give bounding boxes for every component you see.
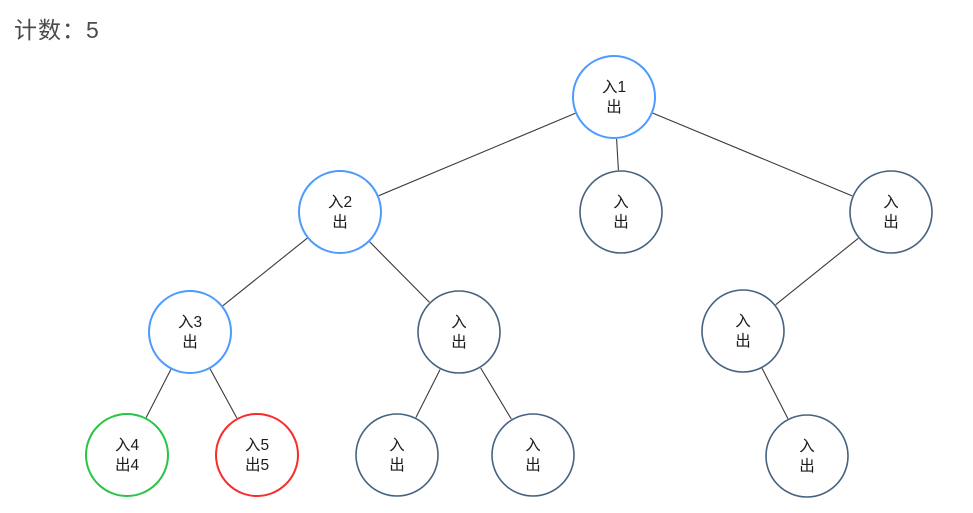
node-label-line1: 入4 — [115, 437, 140, 454]
node-label-line2: 出 — [525, 456, 541, 474]
tree-edge — [652, 112, 853, 197]
node-label-line2: 出 — [332, 213, 348, 231]
node-circle — [417, 290, 501, 374]
node-label-line2: 出 — [451, 333, 467, 351]
node-label-line1: 入 — [525, 437, 541, 454]
node-circle — [849, 170, 933, 254]
tree-edge — [480, 367, 512, 420]
node-label-line2: 出 — [735, 332, 751, 350]
tree-node-n3: 入3 出 — [148, 290, 232, 374]
tree-node-n9: 入出 — [701, 289, 785, 373]
node-circle — [148, 290, 232, 374]
tree-edge — [761, 368, 789, 419]
node-circle — [701, 289, 785, 373]
tree-edge — [378, 112, 576, 197]
node-label-line1: 入1 — [602, 79, 626, 96]
node-label-line2: 出 — [606, 98, 622, 116]
node-label-line1: 入 — [451, 314, 467, 331]
node-circle — [765, 414, 849, 498]
tree-node-n7: 入出 — [849, 170, 933, 254]
node-label-line1: 入 — [735, 313, 751, 330]
tree-edge — [222, 237, 308, 307]
tree-node-n8: 入出 — [417, 290, 501, 374]
node-label-line2: 出4 — [115, 456, 140, 474]
tree-node-n10: 入出 — [355, 413, 439, 497]
node-label-line2: 出 — [883, 213, 899, 231]
node-label-line2: 出5 — [245, 456, 269, 474]
tree-node-n11: 入出 — [491, 413, 575, 497]
node-circle — [298, 170, 382, 254]
node-label-line1: 入 — [883, 194, 899, 211]
node-label-line1: 入3 — [178, 314, 202, 331]
node-circle — [572, 55, 656, 139]
tree-edge — [145, 369, 172, 418]
node-label-line1: 入 — [389, 437, 405, 454]
node-circle — [355, 413, 439, 497]
tree-edge — [616, 138, 619, 171]
tree-node-n1: 入1 出 — [572, 55, 656, 139]
node-label-line1: 入5 — [245, 437, 269, 454]
node-label-line1: 入2 — [328, 194, 352, 211]
node-circle — [85, 413, 169, 497]
traversal-counter: 计数：5 — [14, 17, 100, 43]
node-circle — [215, 413, 299, 497]
tree-node-n6: 入出 — [579, 170, 663, 254]
node-label-line2: 出 — [799, 457, 815, 475]
node-label-line2: 出 — [613, 213, 629, 231]
node-circle — [491, 413, 575, 497]
node-label-line1: 入 — [799, 438, 815, 455]
tree-edge — [209, 368, 238, 419]
node-label-line1: 入 — [613, 194, 629, 211]
node-label-line2: 出 — [389, 456, 405, 474]
node-circle — [579, 170, 663, 254]
tree-node-n2: 入2 出 — [298, 170, 382, 254]
tree-edge — [415, 369, 441, 418]
tree-edge — [369, 241, 430, 303]
tree-node-n12: 入出 — [765, 414, 849, 498]
node-label-line2: 出 — [182, 333, 198, 351]
tree-edge — [775, 237, 859, 306]
